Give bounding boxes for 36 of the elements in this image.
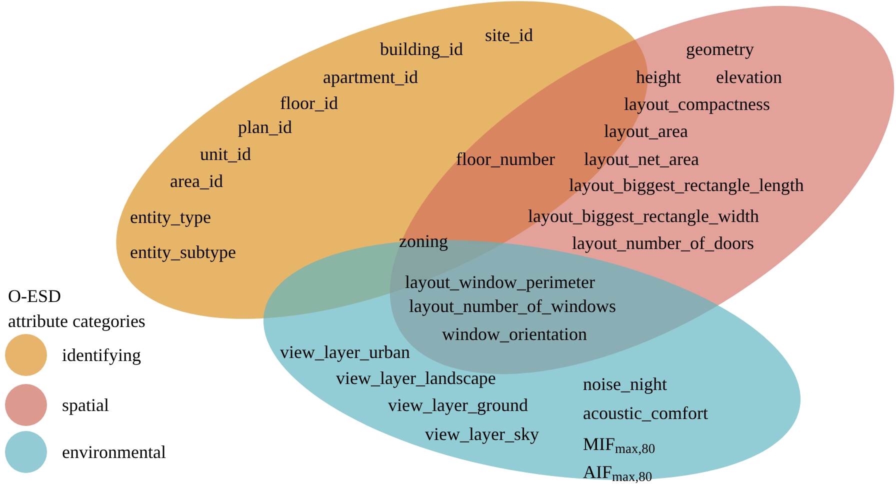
attribute-label: layout_number_of_doors	[572, 232, 754, 254]
legend-title: attribute categories	[8, 310, 146, 332]
attribute-label: layout_number_of_windows	[409, 295, 616, 317]
attribute-label: layout_window_perimeter	[405, 271, 595, 293]
attribute-label: height	[636, 66, 681, 88]
attribute-label: building_id	[380, 38, 464, 60]
attribute-label: layout_biggest_rectangle_width	[528, 205, 759, 227]
legend-label: environmental	[62, 441, 166, 463]
legend-label: spatial	[62, 394, 109, 416]
attribute-label: acoustic_comfort	[583, 402, 708, 424]
attribute-label: apartment_id	[323, 66, 418, 88]
attribute-label: layout_area	[604, 120, 688, 142]
attribute-label: entity_type	[130, 206, 211, 228]
attribute-label: window_orientation	[442, 323, 587, 345]
attribute-label: layout_compactness	[624, 93, 770, 115]
attribute-label: elevation	[716, 66, 782, 88]
legend-title: O-ESD	[8, 285, 61, 307]
attribute-label: AIF$_{max,80}$	[583, 461, 652, 483]
attribute-label: view_layer_sky	[425, 423, 539, 445]
attribute-label: view_layer_urban	[280, 341, 410, 363]
attribute-label: view_layer_landscape	[336, 367, 496, 389]
attribute-label: floor_number	[456, 148, 555, 170]
attribute-label: area_id	[170, 170, 223, 192]
attribute-label: layout_biggest_rectangle_length	[569, 174, 804, 196]
attribute-label: plan_id	[238, 116, 292, 138]
attribute-label: layout_net_area	[584, 148, 699, 170]
attribute-label: unit_id	[200, 143, 252, 165]
attribute-label: noise_night	[583, 373, 667, 395]
attribute-label: view_layer_ground	[388, 394, 528, 416]
attribute-label: geometry	[686, 38, 754, 60]
attribute-label: zoning	[399, 230, 448, 252]
attribute-label: entity_subtype	[130, 241, 236, 263]
attribute-label: site_id	[485, 24, 533, 46]
attribute-label: floor_id	[280, 92, 338, 114]
legend-label: identifying	[62, 344, 141, 366]
attribute-label: MIF$_{max,80}$	[583, 433, 656, 455]
